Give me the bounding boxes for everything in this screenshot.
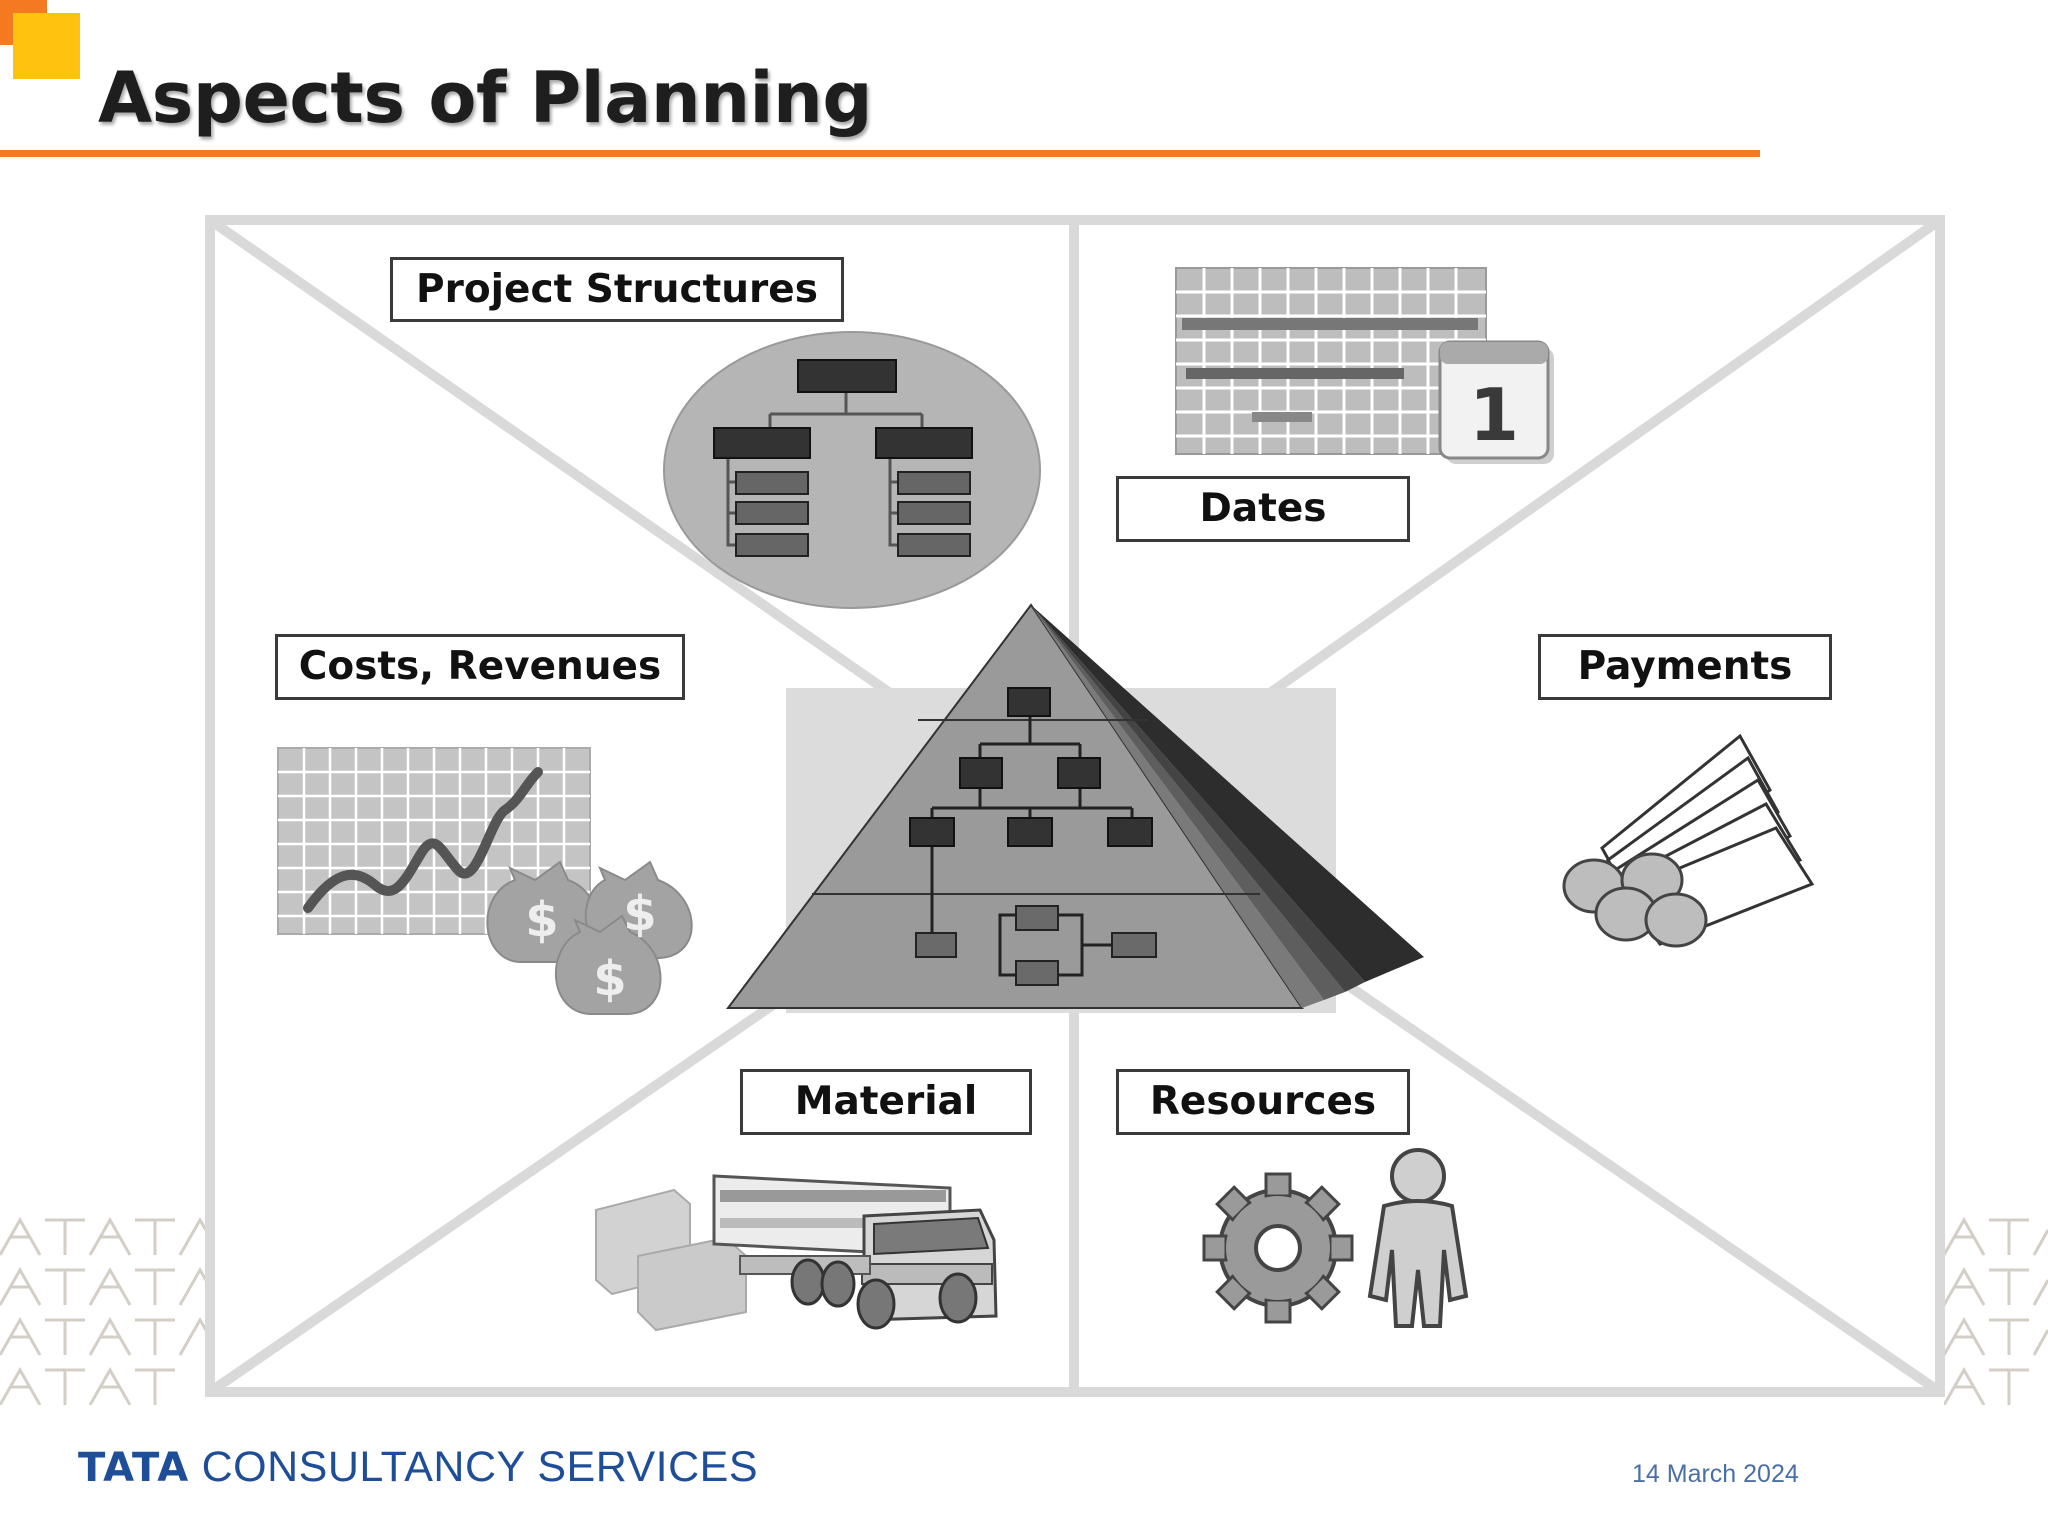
gear-person-icon xyxy=(1202,1148,1469,1328)
money-bag-symbol: $ xyxy=(593,951,626,1007)
tata-pattern-watermark-left xyxy=(0,1216,210,1405)
truck-boxes-icon xyxy=(595,1174,998,1332)
schedule-calendar-icon: 1 xyxy=(1175,267,1554,464)
material-label: Material xyxy=(740,1069,1032,1135)
brand-square-yellow xyxy=(13,13,80,79)
org-chart-icon xyxy=(663,331,1041,609)
company-logo: TATA CONSULTANCY SERVICES xyxy=(78,1442,758,1493)
diagram-frame xyxy=(205,215,1945,1397)
project-structures-label: Project Structures xyxy=(390,257,844,322)
dates-label: Dates xyxy=(1116,476,1410,542)
costs-revenues-label: Costs, Revenues xyxy=(275,634,685,700)
tata-pattern-watermark-right xyxy=(1944,1216,2048,1405)
slide-date: 14 March 2024 xyxy=(1632,1460,1799,1488)
slide-title: Aspects of Planning xyxy=(98,57,872,139)
title-underline xyxy=(0,150,1760,157)
calendar-day-number: 1 xyxy=(1469,373,1519,457)
money-bag-symbol: $ xyxy=(525,892,558,948)
resources-label: Resources xyxy=(1116,1069,1410,1135)
money-bag-symbol: $ xyxy=(623,886,656,942)
payments-label: Payments xyxy=(1538,634,1832,700)
company-logo-rest: CONSULTANCY SERVICES xyxy=(201,1443,759,1491)
cost-revenue-chart-icon: $ $ $ xyxy=(277,747,693,1015)
banknotes-coins-icon xyxy=(1562,733,1815,948)
project-pyramid-icon xyxy=(725,603,1424,1009)
company-logo-bold: TATA xyxy=(78,1445,190,1491)
